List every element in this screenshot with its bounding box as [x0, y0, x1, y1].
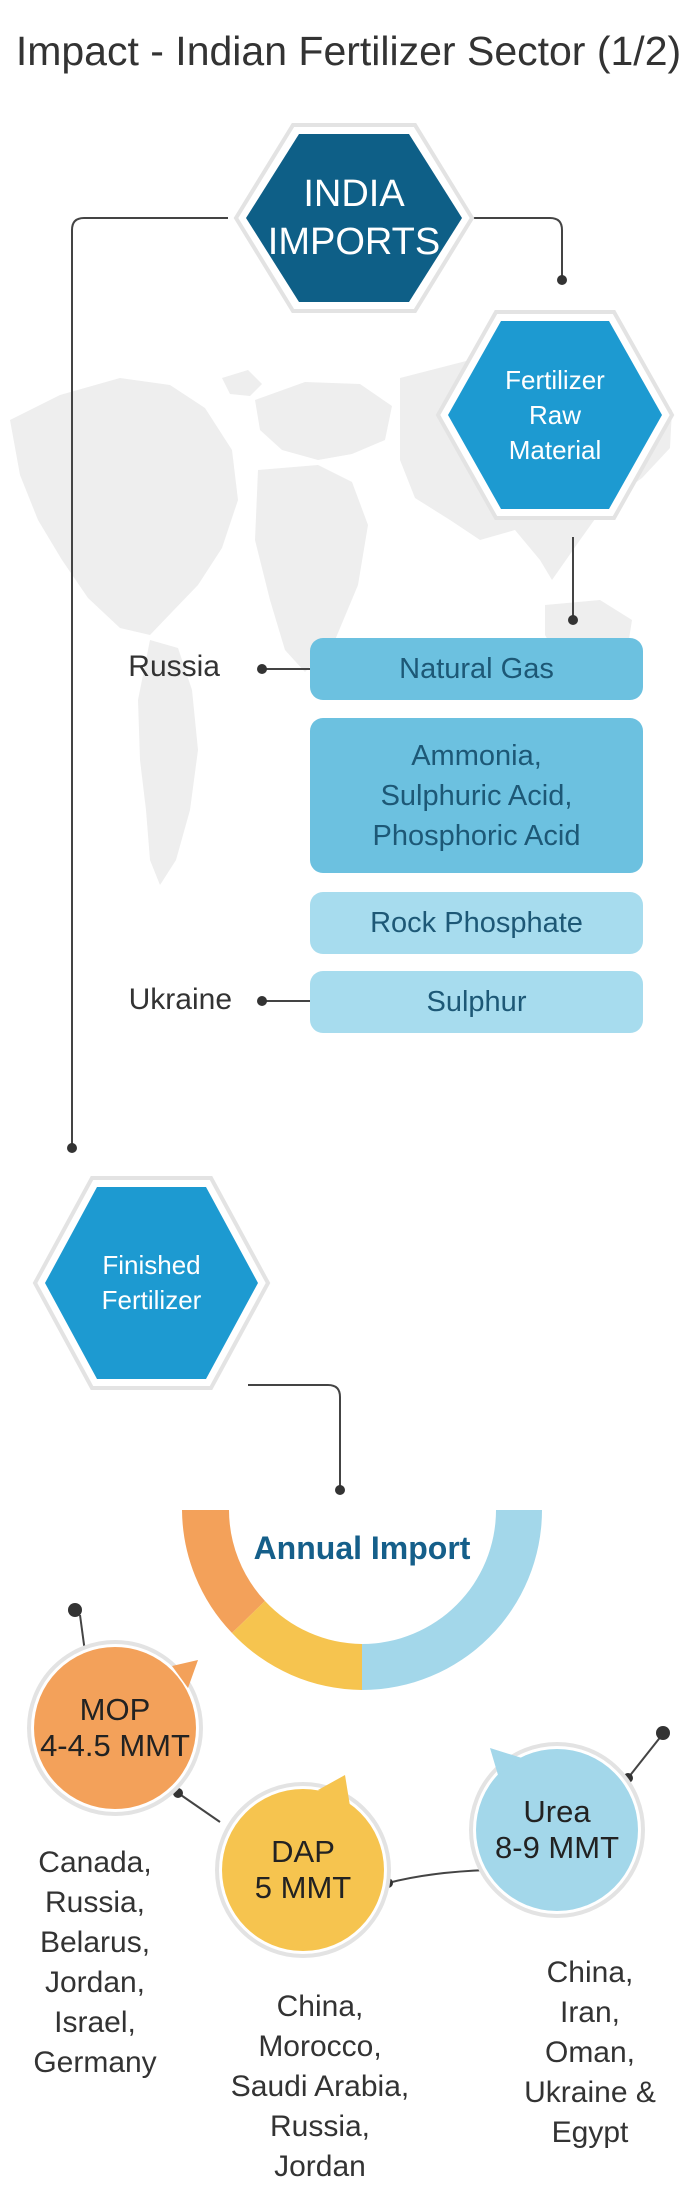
urea-country: China, — [546, 1956, 634, 1989]
urea-amount: 8-9 MMT — [495, 1830, 619, 1865]
material-rock-phosphate: Rock Phosphate — [310, 892, 643, 954]
material-acids-line3: Phosphoric Acid — [372, 819, 581, 852]
dap-country: Saudi Arabia, — [230, 2070, 410, 2103]
finished-line1: Finished — [102, 1250, 201, 1280]
dap-countries: China, Morocco, Saudi Arabia, Russia, Jo… — [200, 1987, 440, 2187]
urea-country: Iran, — [559, 1996, 621, 2029]
dap-country: China, — [276, 1990, 364, 2023]
mop-name: MOP — [79, 1692, 151, 1727]
annual-import-arc — [182, 1510, 542, 1690]
mop-amount: 4-4.5 MMT — [40, 1728, 190, 1763]
raw-material-line2: Raw — [528, 399, 581, 430]
urea-country: Oman, — [544, 2036, 636, 2069]
connector-lines — [71, 217, 663, 1884]
mop-country: Russia, — [44, 1886, 146, 1919]
material-sulphur: Sulphur — [310, 971, 643, 1033]
mop-country: Germany — [33, 2046, 157, 2079]
mop-bubble — [27, 1640, 203, 1816]
india-imports-label: INDIA IMPORTS — [246, 134, 462, 302]
mop-country: Israel, — [54, 2006, 136, 2039]
mop-countries: Canada, Russia, Belarus, Jordan, Israel,… — [10, 1843, 180, 2083]
urea-countries: China, Iran, Oman, Ukraine & Egypt — [500, 1953, 680, 2153]
india-imports-line2: IMPORTS — [267, 221, 441, 263]
india-imports-line1: INDIA — [303, 173, 405, 215]
mop-country: Jordan, — [44, 1966, 146, 1999]
dap-amount: 5 MMT — [254, 1870, 352, 1905]
finished-fertilizer-hexagon — [32, 1176, 271, 1390]
material-acids-line2: Sulphuric Acid, — [380, 779, 573, 812]
finished-line2: Fertilizer — [101, 1285, 202, 1315]
urea-name: Urea — [523, 1794, 591, 1829]
material-acids: Ammonia, Sulphuric Acid, Phosphoric Acid — [310, 718, 643, 873]
dap-name: DAP — [271, 1834, 335, 1869]
material-natural-gas: Natural Gas — [310, 638, 643, 700]
page-title: Impact - Indian Fertilizer Sector (1/2) — [15, 28, 682, 74]
mop-country: Canada, — [38, 1846, 152, 1879]
source-ukraine: Ukraine — [128, 983, 232, 1016]
india-imports-hexagon — [233, 123, 475, 313]
urea-country: Ukraine & — [524, 2076, 656, 2109]
material-acids-line1: Ammonia, — [411, 739, 542, 772]
dap-country: Morocco, — [258, 2030, 382, 2063]
urea-country: Egypt — [551, 2116, 629, 2149]
dap-country: Jordan — [274, 2150, 366, 2183]
urea-bubble — [469, 1742, 645, 1918]
annual-import-label: Annual Import — [253, 1530, 471, 1566]
raw-material-hexagon — [435, 310, 675, 520]
source-russia: Russia — [128, 650, 220, 683]
dap-country: Russia, — [269, 2110, 371, 2143]
raw-material-line1: Fertilizer — [505, 364, 605, 395]
dap-bubble — [215, 1775, 391, 1958]
mop-country: Belarus, — [39, 1926, 151, 1959]
raw-material-line3: Material — [508, 434, 602, 465]
